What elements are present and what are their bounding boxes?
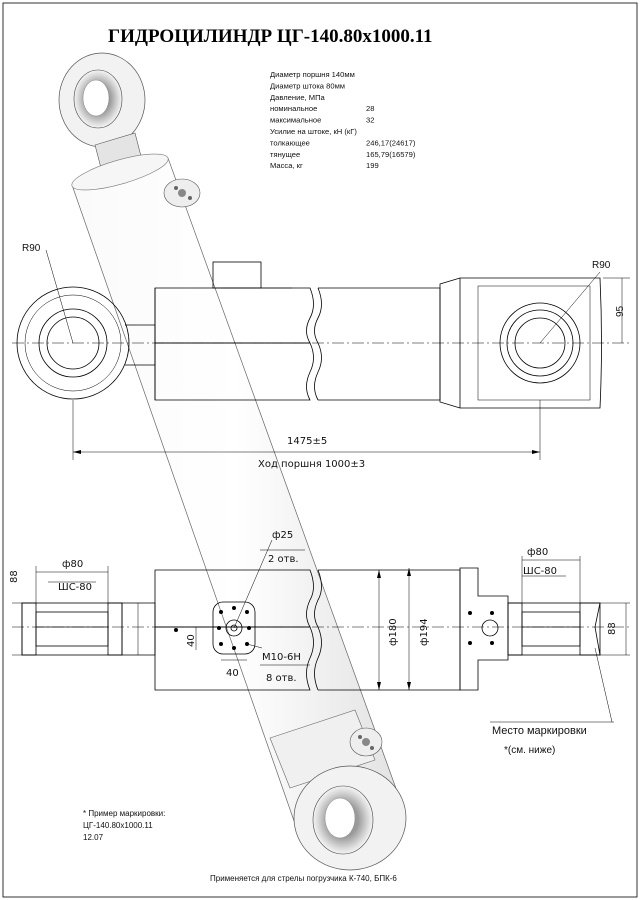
front-view: R90 R90 95 1475±5 Ход поршня 1000±3	[12, 243, 630, 470]
spec-value: 28	[366, 104, 374, 113]
dim-95: 95	[615, 305, 626, 317]
dim-shs80-right: ШС-80	[523, 566, 557, 577]
dim-40-vertical: 40	[186, 634, 197, 647]
marking-example-code: ЦГ-140.80х1000.11	[83, 821, 153, 830]
cylinder-3d-view	[58, 52, 407, 871]
spec-value: 199	[366, 161, 379, 170]
marking-example-heading: * Пример маркировки:	[83, 809, 165, 818]
spec-value: 246,17(24617)	[366, 138, 416, 147]
dim-d180: ф180	[388, 618, 399, 646]
dim-holes2: 2 отв.	[268, 554, 299, 565]
spec-label: Масса, кг	[270, 161, 303, 170]
spec-value: 165,79(16579)	[366, 150, 416, 159]
application-note: Применяется для стрелы погрузчика К-740,…	[210, 874, 397, 883]
spec-label: тянущее	[270, 150, 300, 159]
marking-place-label: Место маркировки	[492, 725, 587, 737]
dim-d80-left: ф80	[62, 559, 83, 570]
dim-d194: ф194	[419, 618, 430, 646]
port-top	[163, 178, 201, 208]
dim-r90-right: R90	[592, 260, 611, 271]
dim-88-right: 88	[607, 622, 618, 635]
dim-r90-left: R90	[22, 243, 41, 254]
spec-label: максимальное	[270, 116, 321, 125]
spec-label: Диаметр поршня 140мм	[270, 70, 355, 79]
spec-label: номинальное	[270, 104, 317, 113]
spec-label: толкающее	[270, 138, 310, 147]
marking-example-date: 12.07	[83, 833, 104, 842]
dim-40-horizontal: 40	[226, 668, 239, 679]
dim-holes8: 8 отв.	[266, 673, 297, 684]
spec-label: Усилие на штоке, кН (кГ)	[270, 127, 357, 136]
dim-d80-right: ф80	[527, 547, 548, 558]
dim-d25: ф25	[272, 530, 293, 541]
top-section-view: ф80 ШС-80 88 ф25 2 отв. М10-6Н 8 отв. 40…	[9, 530, 630, 756]
port-boss	[212, 261, 262, 289]
spec-label: Диаметр штока 80мм	[270, 81, 345, 90]
dim-m10: М10-6Н	[262, 652, 301, 663]
dim-1475: 1475±5	[287, 436, 327, 447]
dim-stroke: Ход поршня 1000±3	[258, 459, 365, 470]
drawing-title: ГИДРОЦИЛИНДР ЦГ-140.80х1000.11	[108, 26, 433, 47]
marking-reference: *(см. ниже)	[504, 745, 555, 756]
spec-value: 32	[366, 116, 374, 125]
left-eye-outer	[16, 286, 130, 400]
port-bottom	[349, 727, 383, 757]
dim-shs80-left: ШС-80	[58, 582, 92, 593]
dim-88-left: 88	[9, 570, 20, 583]
spec-label: Давление, МПа	[270, 93, 326, 102]
port-flange	[212, 601, 256, 655]
